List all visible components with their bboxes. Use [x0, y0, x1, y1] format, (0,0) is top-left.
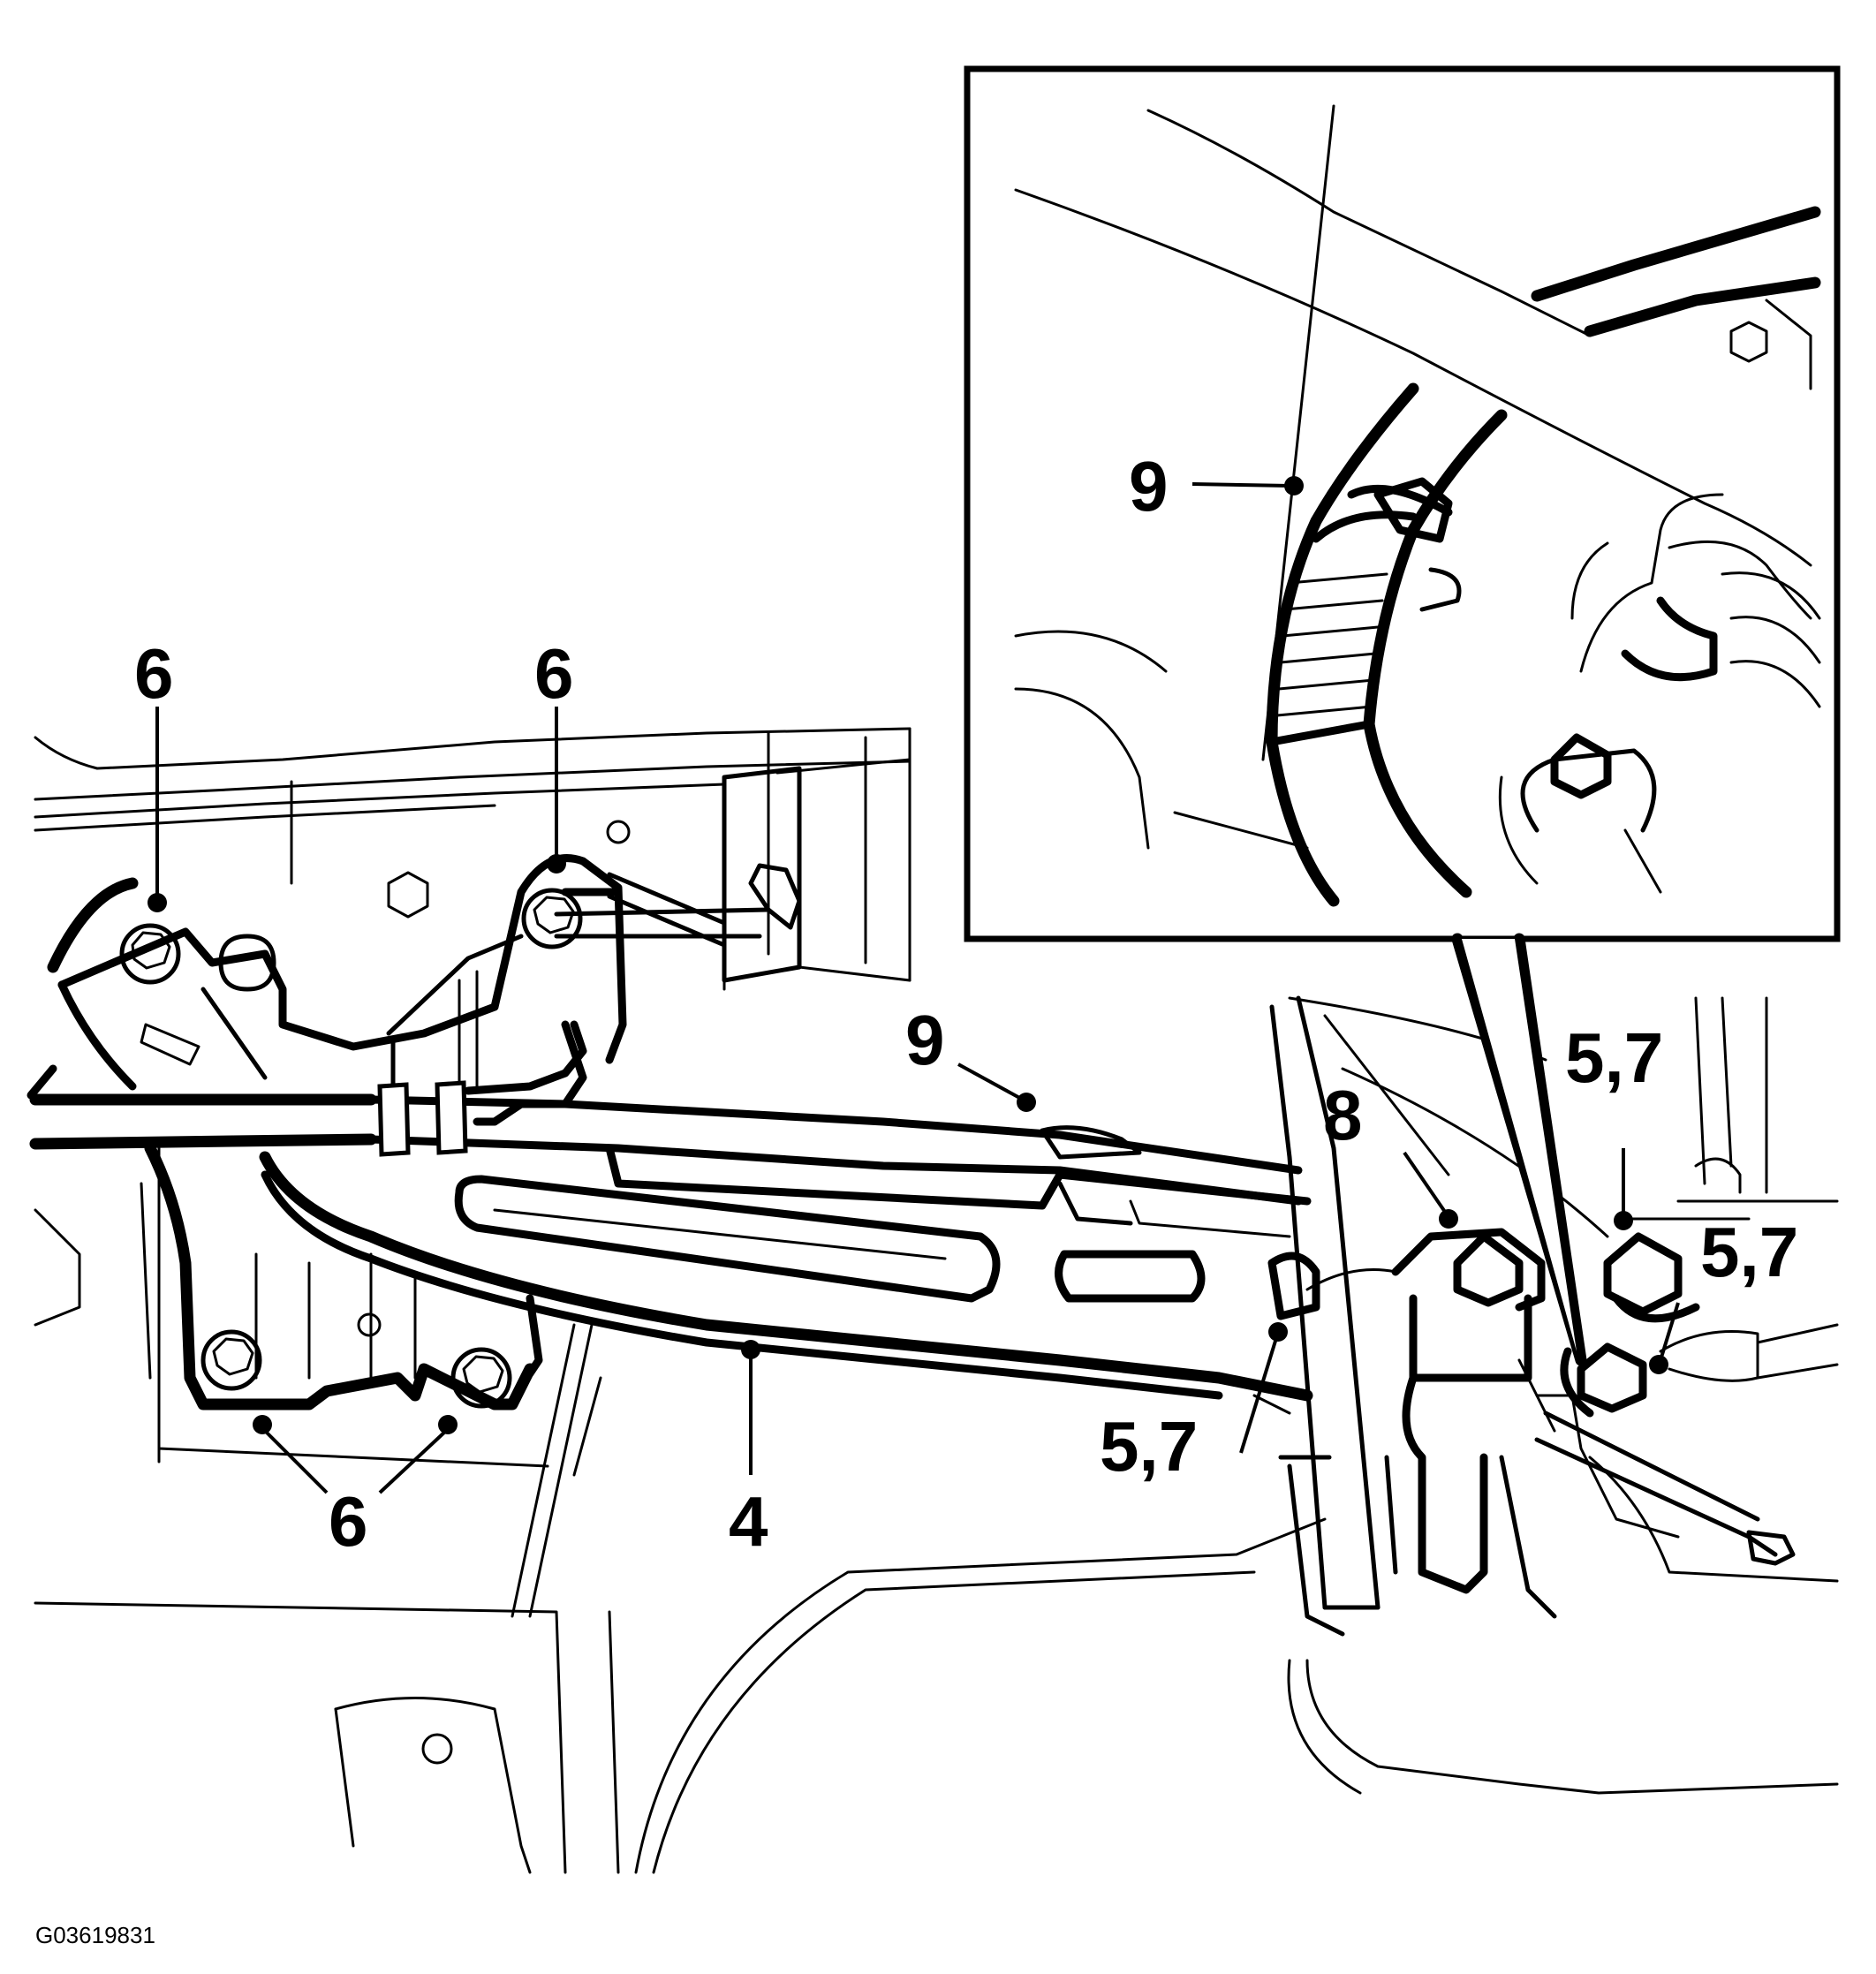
callout-5-7-lower: 5,7 — [1100, 1407, 1198, 1486]
callout-8: 8 — [1323, 1076, 1363, 1154]
callout-6-upper-mid: 6 — [534, 634, 574, 713]
figure-id: G03619831 — [35, 1922, 155, 1948]
callout-6-upper-left: 6 — [134, 634, 174, 713]
callout-9-main: 9 — [905, 1001, 945, 1079]
bolt-upper-mid-icon — [521, 888, 583, 949]
callout-4: 4 — [729, 1482, 768, 1561]
bolt-lower-left-a-icon — [200, 1329, 262, 1391]
bolt-lower-left-b-icon — [450, 1347, 512, 1409]
leader-lines — [148, 476, 1680, 1494]
callout-6-lower: 6 — [329, 1482, 368, 1561]
callout-5-7-right: 5,7 — [1700, 1213, 1798, 1291]
callout-9-inset: 9 — [1129, 447, 1169, 526]
bolt-upper-left-icon — [119, 923, 181, 985]
callout-5-7-upper: 5,7 — [1565, 1018, 1663, 1097]
main-illustration — [26, 727, 1839, 1874]
inset-detail — [964, 65, 1841, 1366]
